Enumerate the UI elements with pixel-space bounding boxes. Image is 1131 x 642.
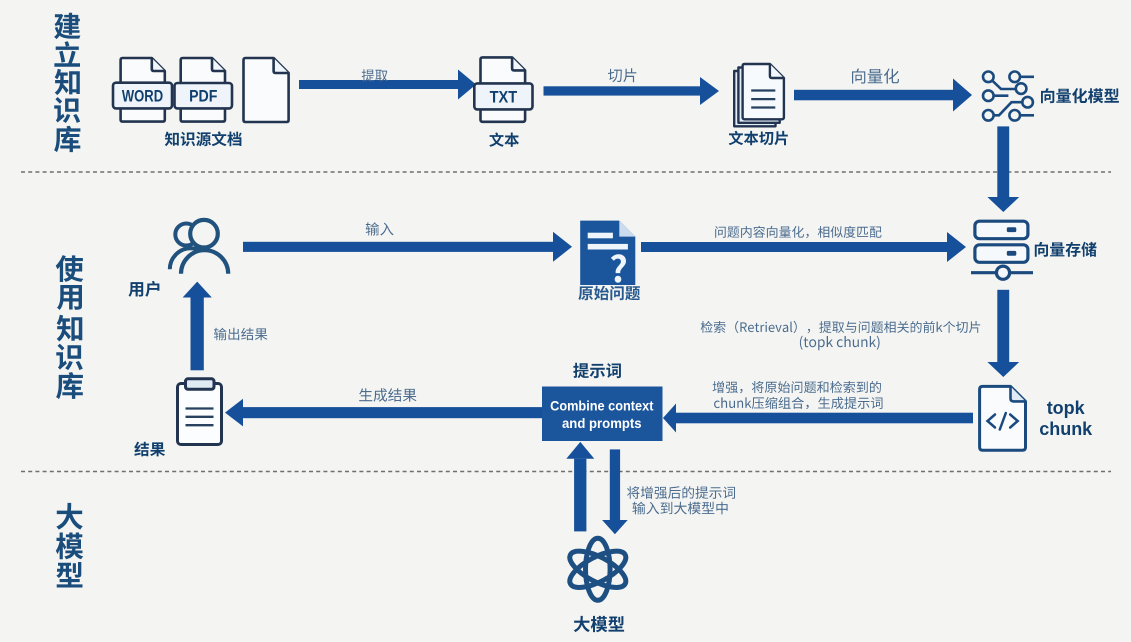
svg-text:PDF: PDF [189,88,217,106]
svg-text:WORD: WORD [122,87,163,105]
svg-text:and prompts: and prompts [562,415,642,431]
svg-text:topk: topk [1047,398,1086,418]
svg-text:TXT: TXT [490,88,518,106]
svg-text:Combine context: Combine context [550,398,654,414]
svg-text:chunk: chunk [1039,419,1093,439]
